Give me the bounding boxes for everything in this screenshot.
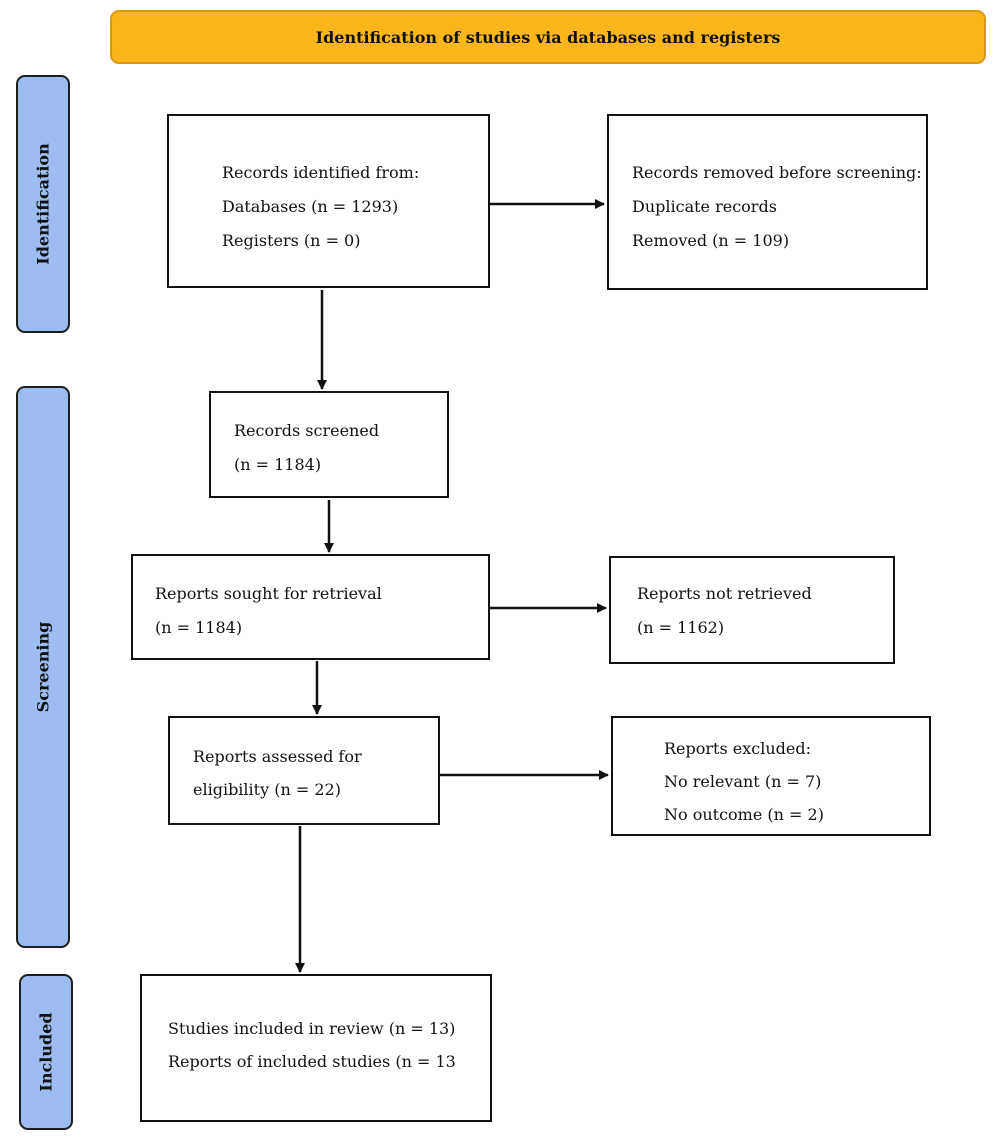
records-identified-registers: Registers (n = 0) (222, 231, 361, 250)
reports-not-retrieved-box: Reports not retrieved (n = 1162) (609, 556, 895, 664)
records-identified-databases: Databases (n = 1293) (222, 197, 399, 216)
reports-not-retrieved-count: (n = 1162) (637, 618, 725, 637)
header-banner: Identification of studies via databases … (110, 10, 986, 64)
reports-excluded-title: Reports excluded: (664, 739, 811, 758)
reports-sought-title: Reports sought for retrieval (155, 584, 382, 603)
reports-sought-box: Reports sought for retrieval (n = 1184) (131, 554, 490, 660)
reports-assessed-box: Reports assessed for eligibility (n = 22… (168, 716, 440, 825)
phase-identification: Identification (16, 75, 70, 333)
header-title: Identification of studies via databases … (315, 27, 781, 47)
reports-excluded-no-relevant: No relevant (n = 7) (664, 772, 822, 791)
reports-assessed-title: Reports assessed for (193, 747, 362, 766)
phase-included: Included (19, 974, 73, 1130)
reports-excluded-no-outcome: No outcome (n = 2) (664, 805, 824, 824)
records-screened-count: (n = 1184) (234, 455, 322, 474)
studies-included-reports: Reports of included studies (n = 13 (168, 1052, 456, 1071)
reports-not-retrieved-title: Reports not retrieved (637, 584, 812, 603)
studies-included-review: Studies included in review (n = 13) (168, 1019, 456, 1038)
records-identified-box: Records identified from: Databases (n = … (167, 114, 490, 288)
records-screened-title: Records screened (234, 421, 380, 440)
records-removed-count: Removed (n = 109) (632, 231, 790, 250)
records-removed-duplicates: Duplicate records (632, 197, 777, 216)
reports-assessed-count: eligibility (n = 22) (193, 780, 341, 799)
records-identified-line: Records identified from: (222, 163, 420, 182)
records-removed-title: Records removed before screening: (632, 163, 922, 182)
phase-screening: Screening (16, 386, 70, 948)
records-screened-box: Records screened (n = 1184) (209, 391, 449, 498)
reports-sought-count: (n = 1184) (155, 618, 243, 637)
studies-included-box: Studies included in review (n = 13) Repo… (140, 974, 492, 1122)
records-removed-box: Records removed before screening: Duplic… (607, 114, 928, 290)
reports-excluded-box: Reports excluded: No relevant (n = 7) No… (611, 716, 931, 836)
